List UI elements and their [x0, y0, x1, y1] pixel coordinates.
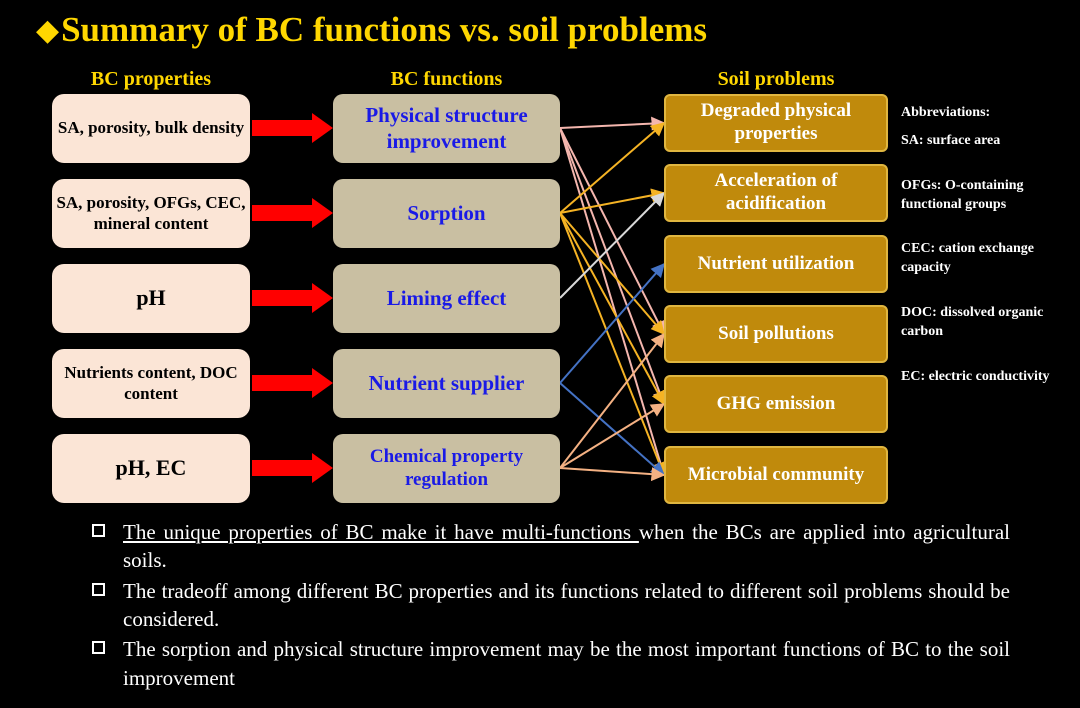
function-label: Sorption	[407, 200, 486, 225]
property-box-sorption: SA, porosity, OFGs, CEC, mineral content	[52, 179, 250, 248]
property-label: SA, porosity, OFGs, CEC, mineral content	[56, 193, 246, 233]
connection-line	[559, 212, 666, 477]
connection-line	[559, 262, 665, 384]
conclusion-rest: when the BCs are applied into agricultur…	[123, 520, 1010, 573]
property-label: SA, porosity, bulk density	[57, 118, 245, 138]
property-label: Nutrients content, DOC content	[64, 363, 238, 403]
page-title: ◆ Summary of BC functions vs. soil probl…	[36, 10, 707, 50]
connection-line	[559, 212, 665, 406]
connection-line	[559, 127, 668, 477]
connection-line	[559, 192, 665, 299]
property-label: pH	[136, 285, 166, 311]
problem-box-soil-pollutions: Soil pollutions	[664, 305, 888, 363]
problem-box-acidification: Acceleration of acidification	[664, 164, 888, 222]
red-arrow	[252, 113, 333, 143]
function-box-liming: Liming effect	[333, 264, 560, 333]
title-text: Summary of BC functions vs. soil problem…	[61, 10, 708, 49]
connection-line	[559, 127, 665, 336]
conclusion-rest: The tradeoff among different BC properti…	[123, 578, 1010, 632]
conclusion-text: The unique properties of BC make it have…	[123, 518, 1010, 575]
function-label: Physical structure improvement	[365, 103, 528, 153]
checkbox-bullet-icon	[92, 582, 105, 596]
red-arrow	[252, 198, 333, 228]
header-bc-properties: BC properties	[90, 68, 212, 90]
abbreviations-heading: Abbreviations:	[901, 105, 991, 120]
connection-line	[559, 332, 665, 469]
checkbox-bullet-icon	[92, 641, 105, 655]
connection-line	[559, 212, 665, 336]
abbreviation-doc: DOC: dissolved organic carbon	[901, 305, 1044, 339]
connection-line	[559, 188, 666, 214]
problem-label: Nutrient utilization	[697, 252, 855, 274]
conclusion-item: The sorption and physical structure impr…	[92, 635, 1010, 692]
abbreviation-ofgs: OFGs: O-containing functional groups	[901, 178, 1024, 212]
conclusion-item: The tradeoff among different BC properti…	[92, 577, 1010, 634]
conclusion-text: The tradeoff among different BC properti…	[123, 577, 1010, 634]
problem-label: Acceleration of acidification	[714, 170, 838, 214]
property-box-nutrients: Nutrients content, DOC content	[52, 349, 250, 418]
problem-label: Microbial community	[687, 463, 865, 485]
function-box-chemical-regulation: Chemical property regulation	[333, 434, 560, 503]
problem-box-nutrient-utilization: Nutrient utilization	[664, 235, 888, 293]
header-soil-problems: Soil problems	[717, 68, 835, 90]
red-arrow	[252, 368, 333, 398]
connection-line	[559, 116, 666, 131]
header-bc-functions: BC functions	[390, 68, 503, 90]
problem-label: GHG emission	[716, 392, 836, 414]
abbreviation-cec: CEC: cation exchange capacity	[901, 241, 1034, 275]
red-arrow	[252, 453, 333, 483]
conclusion-list: The unique properties of BC make it have…	[92, 518, 1010, 694]
abbreviation-sa: SA: surface area	[901, 133, 1001, 148]
problem-box-ghg-emission: GHG emission	[664, 375, 888, 433]
connection-line	[559, 467, 666, 482]
conclusion-underlined: The unique properties of BC make it have…	[123, 520, 639, 544]
abbreviation-ec: EC: electric conductivity	[901, 369, 1050, 384]
connection-line	[559, 127, 667, 406]
function-label: Chemical property regulation	[369, 445, 524, 490]
connection-line	[559, 382, 666, 476]
problem-label: Soil pollutions	[718, 322, 834, 344]
diamond-bullet-icon: ◆	[36, 13, 60, 47]
property-box-ph: pH	[52, 264, 250, 333]
conclusion-item: The unique properties of BC make it have…	[92, 518, 1010, 575]
function-label: Liming effect	[386, 285, 507, 310]
property-box-ph-ec: pH, EC	[52, 434, 250, 503]
connection-line	[559, 403, 666, 469]
problem-label: Degraded physical properties	[700, 100, 852, 144]
red-arrow	[252, 283, 333, 313]
property-label: pH, EC	[115, 455, 187, 481]
function-box-nutrient-supplier: Nutrient supplier	[333, 349, 560, 418]
property-box-structure: SA, porosity, bulk density	[52, 94, 250, 163]
conclusion-rest: The sorption and physical structure impr…	[123, 637, 1010, 690]
function-label: Nutrient supplier	[368, 370, 525, 395]
problem-box-degraded-physical: Degraded physical properties	[664, 94, 888, 152]
problem-box-microbial: Microbial community	[664, 446, 888, 504]
checkbox-bullet-icon	[92, 524, 105, 537]
function-box-physical-structure: Physical structure improvement	[333, 94, 560, 163]
conclusion-text: The sorption and physical structure impr…	[123, 635, 1010, 692]
function-box-sorption: Sorption	[333, 179, 560, 248]
connection-line	[559, 122, 666, 214]
